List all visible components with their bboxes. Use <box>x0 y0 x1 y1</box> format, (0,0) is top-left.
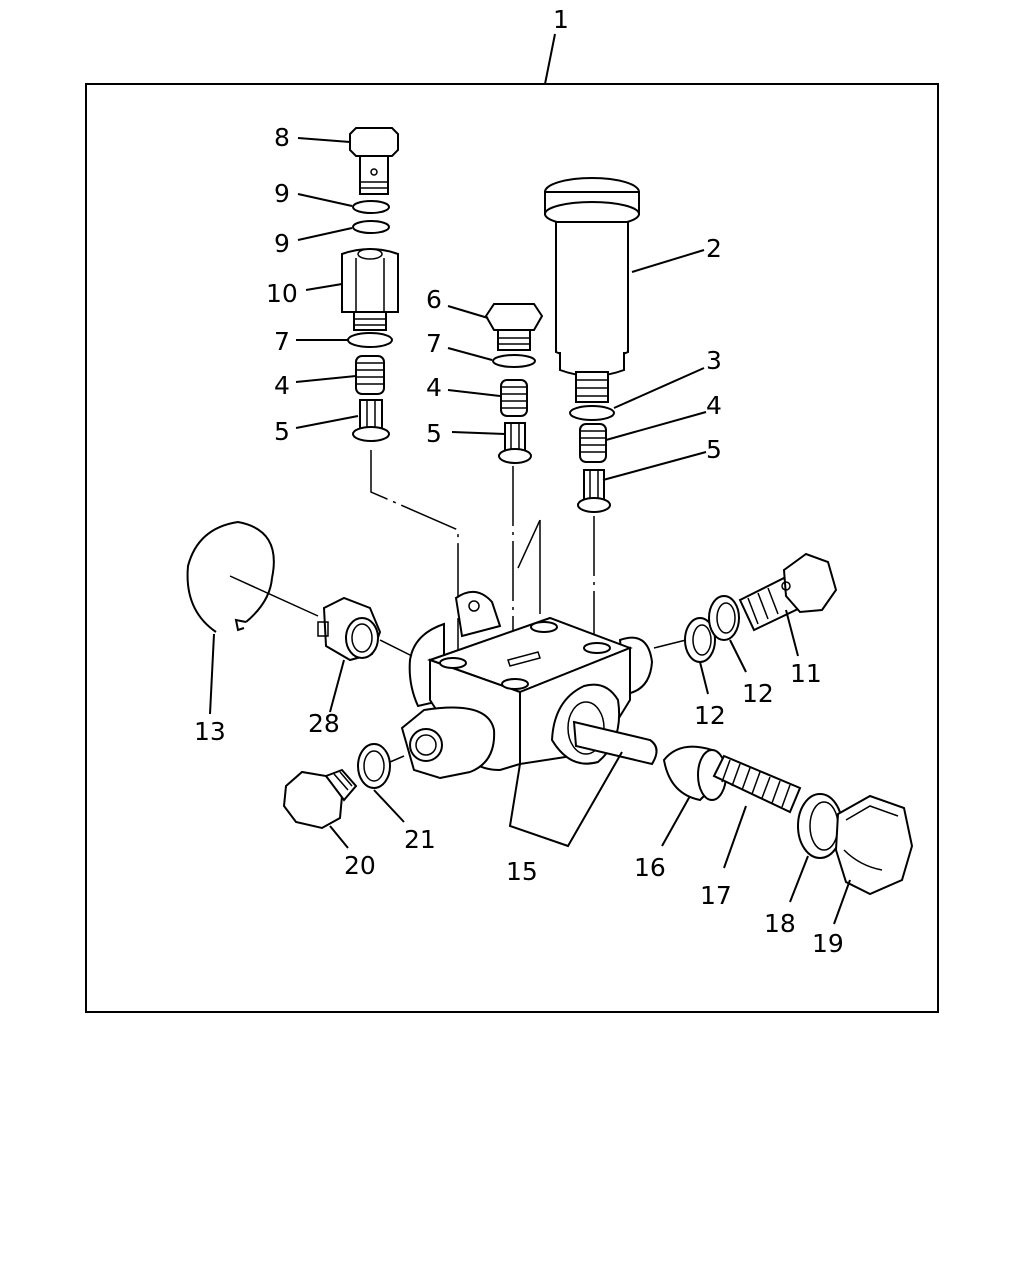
callout-12-outer: 12 <box>694 701 726 730</box>
callout-4-center: 4 <box>426 373 442 402</box>
callout-18: 18 <box>764 909 796 938</box>
callout-4-right: 4 <box>706 391 722 420</box>
part-2-filter-cup <box>544 177 640 403</box>
part-7-o-ring-center <box>492 354 536 368</box>
callout-3: 3 <box>706 346 722 375</box>
callout-21: 21 <box>404 825 436 854</box>
callout-11: 11 <box>790 659 822 688</box>
part-20-plug <box>282 768 358 830</box>
callout-15: 15 <box>506 857 538 886</box>
part-11-banjo-bolt-right <box>738 552 838 632</box>
part-4-spring-center <box>500 379 528 417</box>
part-15-pump-body <box>400 591 658 780</box>
part-3-o-ring <box>569 405 615 421</box>
callout-17: 17 <box>700 881 732 910</box>
callout-5-center: 5 <box>426 419 442 448</box>
part-7-o-ring-left <box>347 332 393 348</box>
part-13-snap-ring <box>186 520 275 633</box>
part-5-valve-center <box>498 422 532 464</box>
callout-4-left: 4 <box>274 371 290 400</box>
callout-9-lower: 9 <box>274 229 290 258</box>
assembly-callout: 1 <box>553 5 569 34</box>
callout-19: 19 <box>812 929 844 958</box>
callout-7-left: 7 <box>274 327 290 356</box>
callout-13: 13 <box>194 717 226 746</box>
callout-20: 20 <box>344 851 376 880</box>
part-28-cap <box>317 596 382 662</box>
part-19-cap-nut <box>834 794 914 896</box>
part-10-adapter <box>341 248 399 331</box>
part-9-washer-upper <box>352 200 390 214</box>
part-4-spring-left <box>355 355 385 395</box>
callout-28: 28 <box>308 709 340 738</box>
part-5-valve-left <box>352 399 390 442</box>
part-5-valve-right <box>577 469 611 513</box>
part-16-piston <box>662 745 727 802</box>
callout-16: 16 <box>634 853 666 882</box>
callout-5-right: 5 <box>706 435 722 464</box>
part-4-spring-right <box>579 423 607 463</box>
callout-10: 10 <box>266 279 298 308</box>
part-21-washer <box>357 743 391 789</box>
callout-8: 8 <box>274 123 290 152</box>
assembly-frame <box>85 83 939 1013</box>
callout-7-center: 7 <box>426 329 442 358</box>
part-6-plug <box>484 303 544 351</box>
callout-9-upper: 9 <box>274 179 290 208</box>
part-12-o-ring-inner <box>708 595 740 641</box>
part-17-spring <box>712 754 802 814</box>
callout-12-inner: 12 <box>742 679 774 708</box>
callout-6: 6 <box>426 285 442 314</box>
callout-2: 2 <box>706 234 722 263</box>
part-8-banjo-bolt <box>349 127 399 195</box>
callout-5-left: 5 <box>274 417 290 446</box>
part-9-washer-lower <box>352 220 390 234</box>
